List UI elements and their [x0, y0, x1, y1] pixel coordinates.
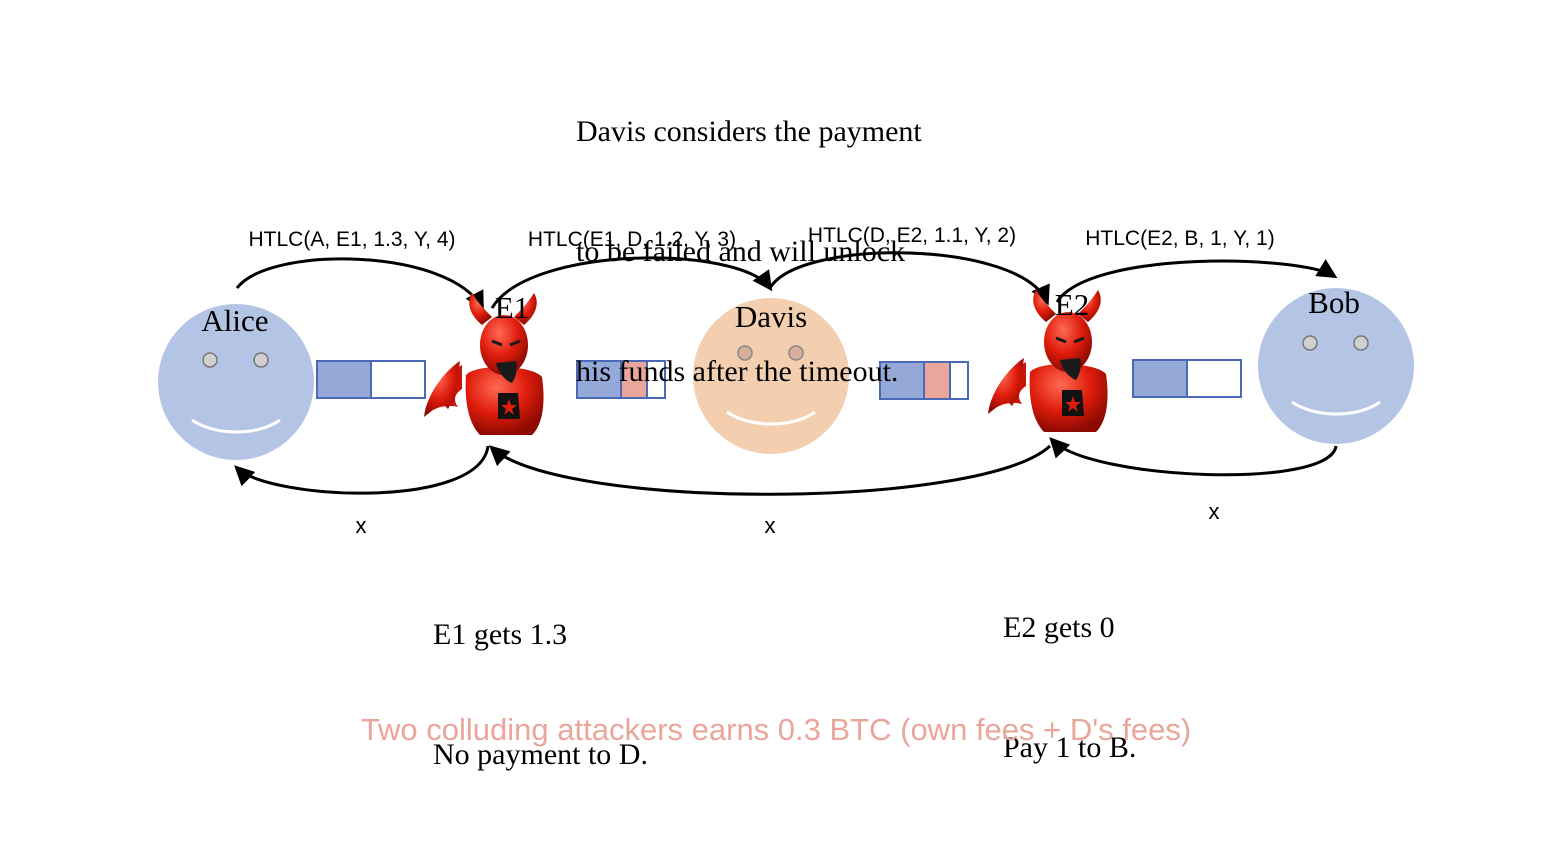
channel-alice-e1 — [316, 360, 426, 399]
htlc-label-e1-d: HTLC(E1, D, 1.2, Y, 3) — [528, 228, 736, 251]
channel-e2-bob — [1132, 359, 1242, 398]
e2-node: E2 — [986, 287, 1110, 434]
outcome-line: E2 gets 0 — [1003, 611, 1115, 644]
outcome-line: E1 gets 1.3 — [433, 618, 568, 651]
davis-node: Davis — [693, 298, 849, 454]
htlc-arrow-e1-d — [490, 256, 773, 309]
outcome-line: No payment to D. — [433, 738, 648, 771]
outcome-line: Pay 1 to B. — [1003, 731, 1137, 764]
return-mark-a: x — [356, 513, 367, 538]
htlc-arrow-e2-b — [1055, 259, 1338, 303]
note-line: his funds after the timeout. — [576, 355, 899, 388]
bob-node: Bob — [1258, 285, 1414, 444]
bob-label: Bob — [1308, 285, 1360, 320]
e2-label: E2 — [1055, 287, 1089, 322]
e1-label: E1 — [495, 290, 529, 325]
e1-outcome-note: E1 gets 1.3 No payment to D. — [433, 535, 648, 855]
davis-label: Davis — [735, 299, 807, 334]
return-arrow-e1-a — [234, 445, 490, 495]
devil-attacker-icon — [986, 288, 1110, 434]
e2-outcome-note: E2 gets 0 Pay 1 to B. — [1003, 528, 1136, 848]
e1-node: E1 — [422, 290, 546, 437]
attack-summary: Two colluding attackers earns 0.3 BTC (o… — [360, 712, 1192, 747]
payment-diagram: HTLC(A, E1, 1.3, Y, 4) HTLC(E1, D, 1.2, … — [158, 32, 1414, 771]
diagram-canvas: HTLC(A, E1, 1.3, Y, 4) HTLC(E1, D, 1.2, … — [158, 224, 1414, 538]
channel-e1-davis — [576, 360, 666, 399]
return-arrow-b-e2 — [1049, 437, 1338, 477]
alice-face — [158, 304, 314, 460]
return-mark-d: x — [765, 513, 776, 538]
htlc-label-d-e2: HTLC(D, E2, 1.1, Y, 2) — [808, 224, 1016, 247]
htlc-label-a-e1: HTLC(A, E1, 1.3, Y, 4) — [249, 228, 456, 251]
htlc-arrow-d-e2 — [768, 251, 1050, 306]
return-mark-b: x — [1209, 499, 1220, 524]
davis-timeout-note: Davis considers the payment to be failed… — [576, 32, 922, 472]
htlc-arrow-a-e1 — [235, 257, 484, 312]
alice-label: Alice — [201, 303, 268, 338]
alice-node: Alice — [158, 303, 314, 460]
note-line: to be failed and will unlock — [576, 235, 906, 268]
htlc-label-e2-b: HTLC(E2, B, 1, Y, 1) — [1085, 227, 1274, 250]
return-arrow-e2-e1 — [489, 444, 1052, 496]
note-line: Davis considers the payment — [576, 115, 922, 148]
channel-davis-e2 — [879, 361, 969, 400]
